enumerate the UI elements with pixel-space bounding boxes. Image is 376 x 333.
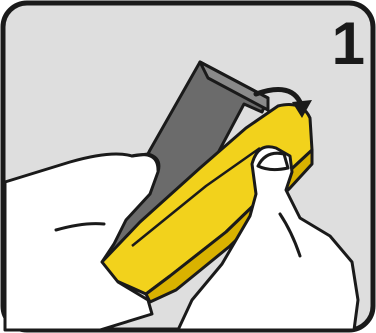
step-number: 1 [332,14,364,74]
